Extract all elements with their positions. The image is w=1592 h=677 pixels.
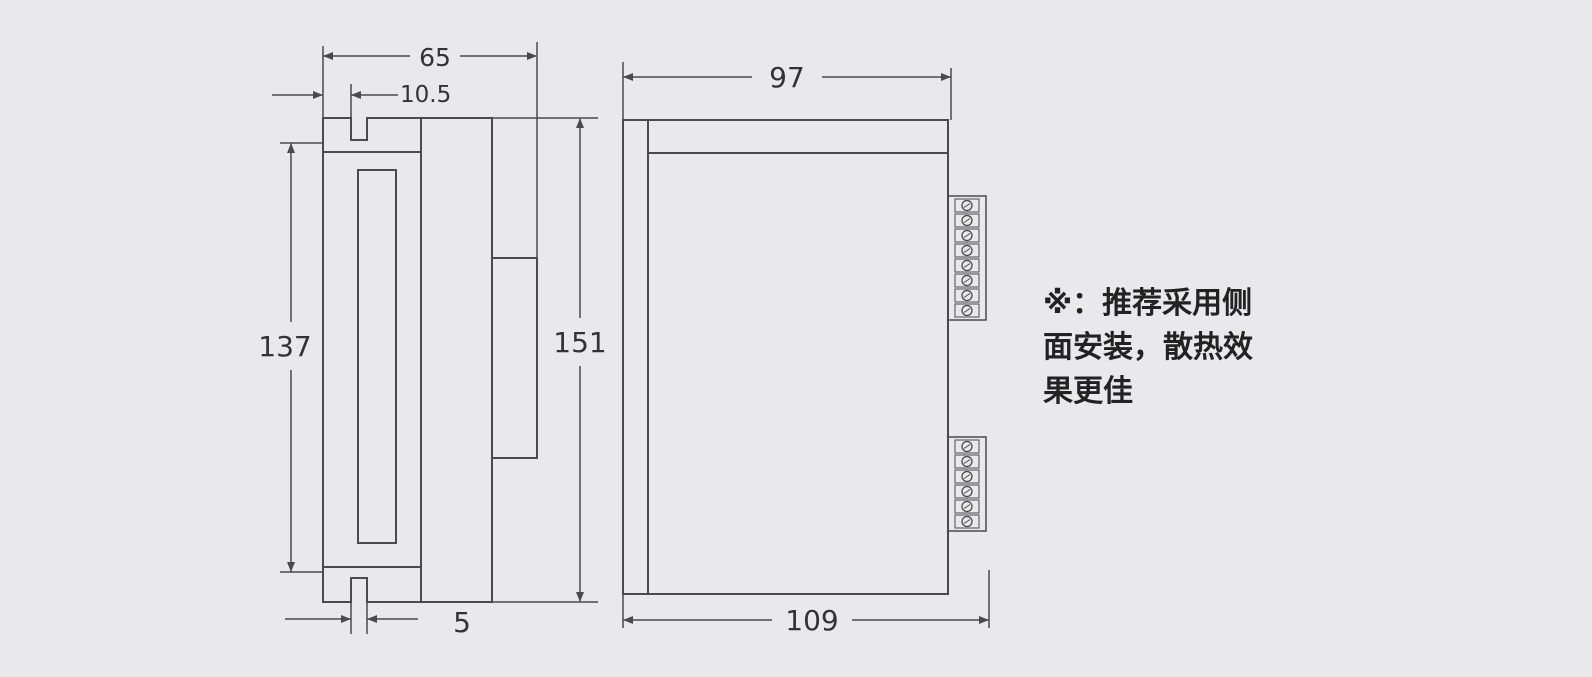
terminal-block-outline	[947, 436, 987, 532]
terminal-screw-icon	[961, 455, 973, 468]
front-view	[322, 117, 538, 603]
side-body	[420, 117, 493, 603]
terminal-cell	[954, 469, 980, 484]
dim-65-label: 65	[419, 43, 451, 72]
terminal-cell	[954, 243, 980, 258]
lower-terminal-block	[947, 436, 987, 532]
terminal-cell	[954, 273, 980, 288]
terminal-screw-slot	[963, 308, 971, 313]
side-main-body	[647, 119, 949, 595]
terminal-screw-icon	[961, 289, 973, 302]
side-view	[622, 119, 987, 595]
terminal-block-outline	[947, 195, 987, 321]
terminal-screw-icon	[961, 485, 973, 498]
terminal-screw-icon	[961, 304, 973, 317]
terminal-screw-icon	[961, 440, 973, 453]
terminal-screw-slot	[963, 218, 971, 223]
terminal-cell	[954, 514, 980, 529]
terminal-screw-slot	[963, 519, 971, 524]
terminal-screw-icon	[961, 274, 973, 287]
dim-109-label: 109	[785, 604, 838, 637]
terminal-screw-icon	[961, 470, 973, 483]
dim-10-5-label: 10.5	[400, 82, 451, 108]
front-panel-outline	[322, 117, 422, 603]
terminal-screw-slot	[963, 474, 971, 479]
terminal-cell	[954, 198, 980, 213]
terminal-screw-slot	[963, 203, 971, 208]
terminal-screw-icon	[961, 214, 973, 227]
note-line-1: ※：推荐采用侧	[1043, 286, 1253, 321]
terminal-screw-slot	[963, 444, 971, 449]
terminal-cell	[954, 228, 980, 243]
terminal-screw-slot	[963, 489, 971, 494]
terminal-cell	[954, 439, 980, 454]
terminal-screw-icon	[961, 244, 973, 257]
terminal-screw-slot	[963, 293, 971, 298]
note-line-3: 果更佳	[1043, 374, 1133, 409]
terminal-screw-icon	[961, 500, 973, 513]
terminal-screw-icon	[961, 229, 973, 242]
dim-151-label: 151	[553, 326, 606, 359]
terminal-cell	[954, 213, 980, 228]
front-window-slot	[357, 169, 397, 544]
terminal-cell	[954, 258, 980, 273]
terminal-screw-slot	[963, 248, 971, 253]
dim-5-label: 5	[453, 606, 471, 639]
side-extension-lines	[622, 62, 990, 628]
terminal-cell	[954, 499, 980, 514]
terminal-screw-icon	[961, 199, 973, 212]
terminal-cell	[954, 288, 980, 303]
side-front-bezel	[622, 119, 649, 595]
dim-97-label: 97	[769, 61, 805, 94]
upper-terminal-block	[947, 195, 987, 321]
heatsink-tab	[491, 257, 538, 459]
terminal-screw-slot	[963, 504, 971, 509]
terminal-screw-icon	[961, 515, 973, 528]
front-extension-lines	[280, 42, 598, 634]
terminal-cell	[954, 303, 980, 318]
terminal-screw-slot	[963, 233, 971, 238]
terminal-screw-slot	[963, 459, 971, 464]
terminal-cell	[954, 484, 980, 499]
terminal-screw-slot	[963, 263, 971, 268]
terminal-screw-icon	[961, 259, 973, 272]
terminal-screw-slot	[963, 278, 971, 283]
dim-137-label: 137	[258, 330, 311, 363]
mounting-note: ※：推荐采用侧 面安装，散热效 果更佳	[1043, 282, 1303, 414]
note-line-2: 面安装，散热效	[1043, 330, 1253, 365]
terminal-cell	[954, 454, 980, 469]
